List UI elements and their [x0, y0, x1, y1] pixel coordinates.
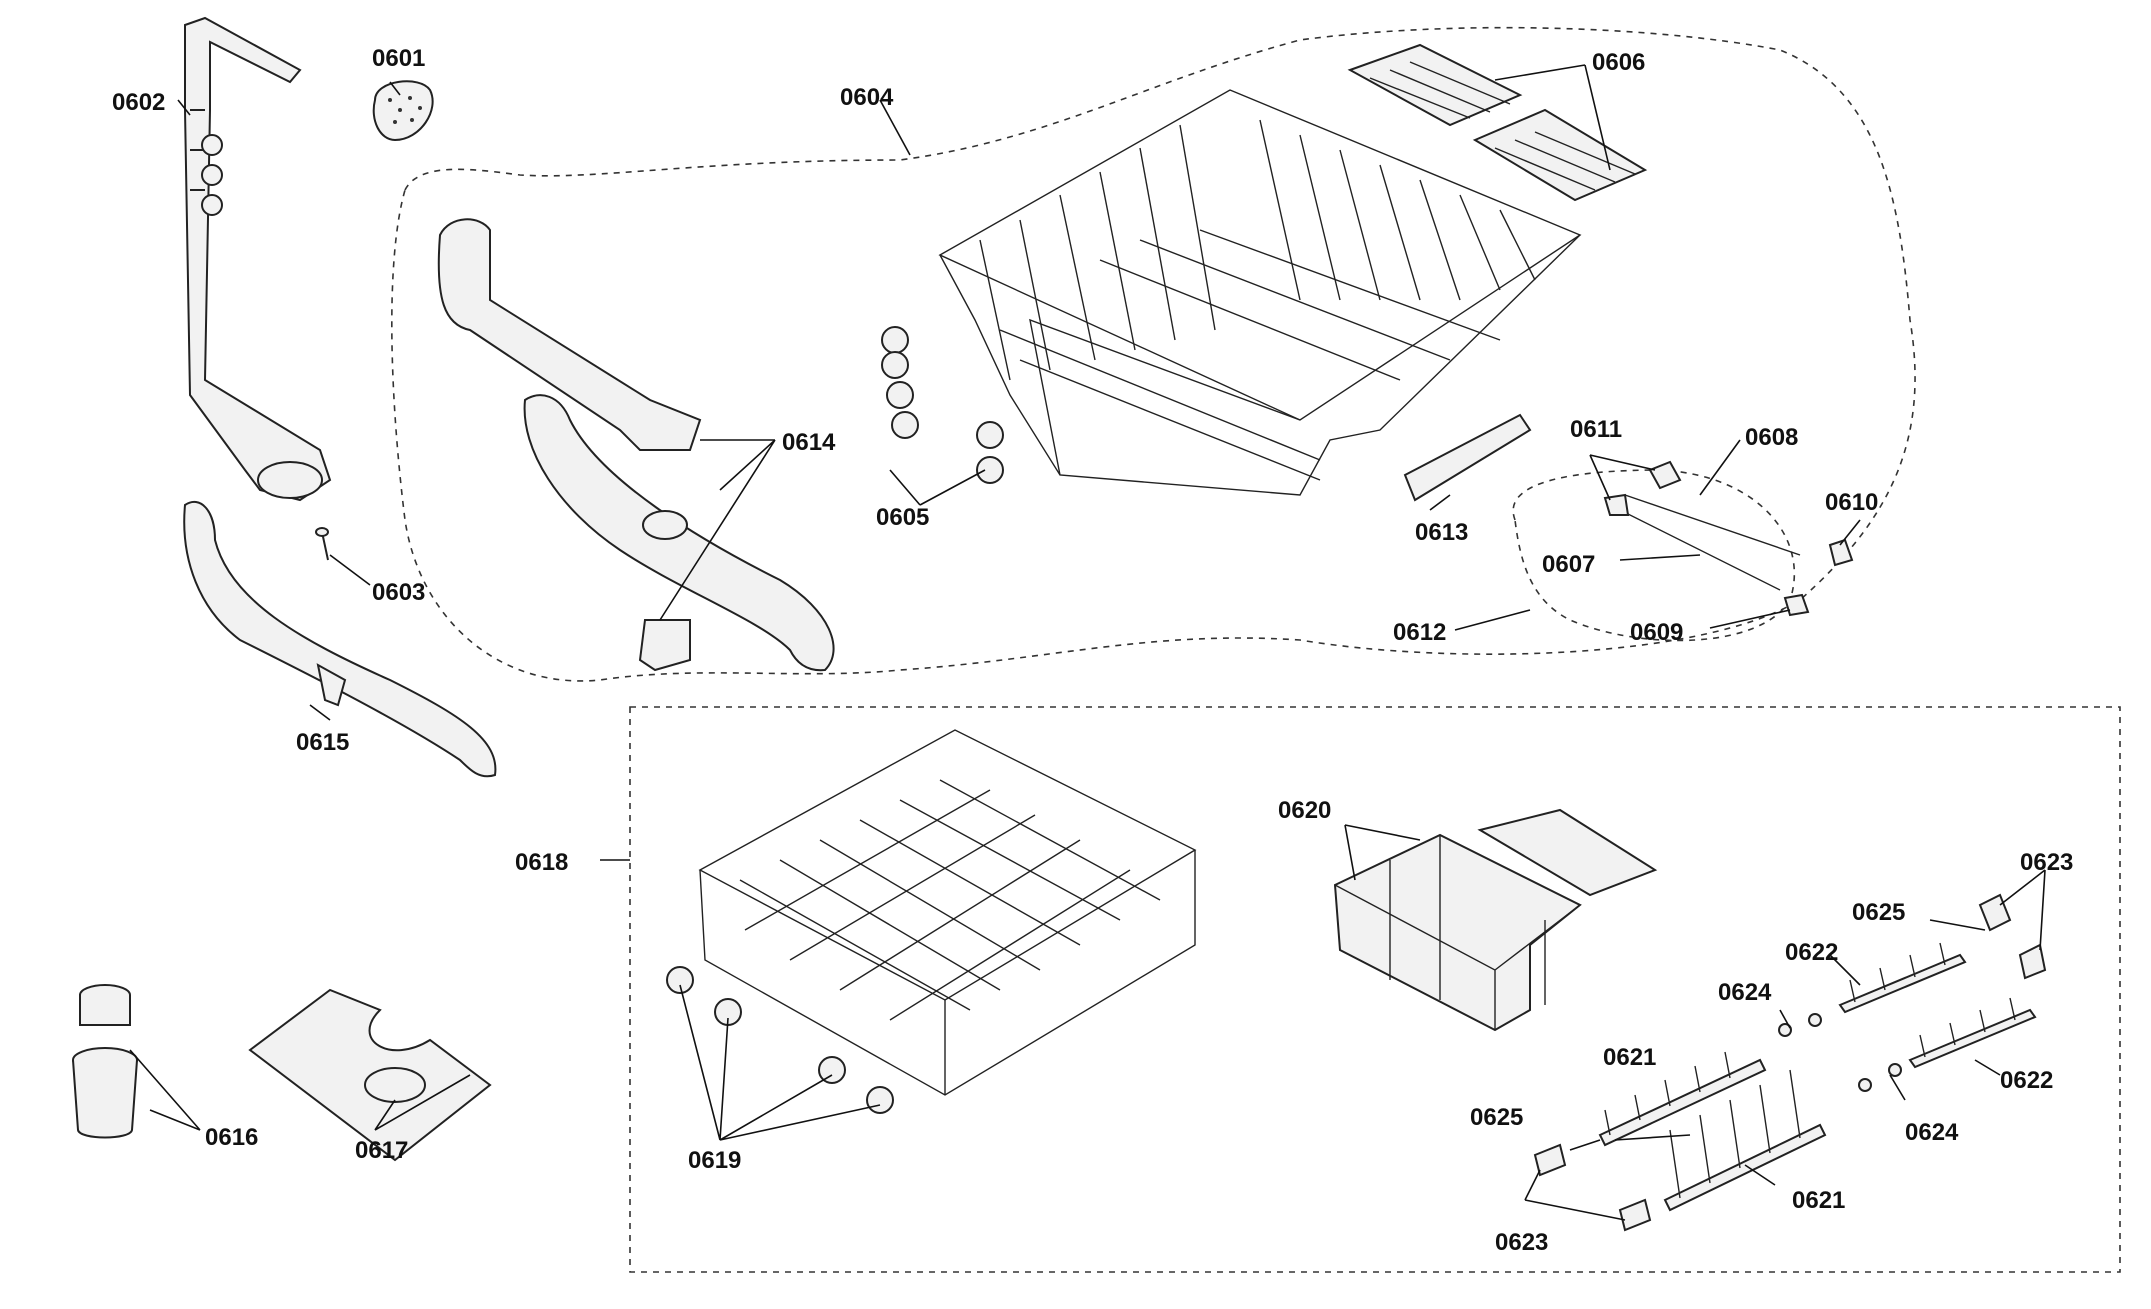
upper-rack-wheels	[881, 326, 1004, 484]
cutlery-basket	[1333, 808, 1658, 1032]
lower-rack-wheels	[666, 966, 894, 1114]
label-0603: 0603	[372, 579, 425, 606]
spray-arm-feed-tube	[184, 16, 332, 502]
label-0624-left: 0624	[1718, 979, 1772, 1006]
label-0618: 0618	[515, 849, 568, 876]
rack-handle	[1403, 413, 1532, 502]
label-0616: 0616	[205, 1124, 258, 1151]
label-0607: 0607	[1542, 551, 1595, 578]
label-0625-lower: 0625	[1470, 1104, 1523, 1131]
label-0609: 0609	[1630, 619, 1683, 646]
cup-shelf-tines	[1347, 43, 1648, 202]
label-0611: 0611	[1570, 416, 1622, 443]
label-0612: 0612	[1393, 619, 1446, 646]
label-0622-left: 0622	[1785, 939, 1838, 966]
upper-rack-basket	[938, 89, 1582, 496]
screw-part	[315, 527, 329, 561]
label-0604: 0604	[840, 84, 894, 111]
lower-rack-basket	[698, 729, 1197, 1096]
upper-rack-boundary	[391, 26, 1916, 682]
label-0608: 0608	[1745, 424, 1798, 451]
label-0602: 0602	[112, 89, 165, 116]
label-0613: 0613	[1415, 519, 1468, 546]
label-0621-upper: 0621	[1603, 1044, 1656, 1071]
label-0622-right: 0622	[2000, 1067, 2053, 1094]
lower-rack-boundary	[629, 706, 2121, 1273]
label-0621-lower: 0621	[1792, 1187, 1845, 1214]
filter-plate	[248, 988, 492, 1162]
label-0620: 0620	[1278, 797, 1331, 824]
lower-spray-arm	[183, 500, 497, 778]
nozzle-part	[372, 80, 434, 142]
label-0617: 0617	[355, 1137, 408, 1164]
label-0614: 0614	[782, 429, 836, 456]
upper-spray-arm-assembly	[437, 218, 835, 672]
label-0623-upper: 0623	[2020, 849, 2073, 876]
label-0624-right: 0624	[1905, 1119, 1959, 1146]
label-0601: 0601	[372, 45, 425, 72]
label-0623-lower: 0623	[1495, 1229, 1548, 1256]
label-0610: 0610	[1825, 489, 1878, 516]
label-0625-upper: 0625	[1852, 899, 1905, 926]
label-0605: 0605	[876, 504, 929, 531]
label-0619: 0619	[688, 1147, 741, 1174]
filter-assembly	[72, 984, 138, 1139]
cup-shelf-group	[1512, 460, 1854, 642]
label-0615: 0615	[296, 729, 349, 756]
leader-lines	[129, 64, 2046, 1221]
label-0606: 0606	[1592, 49, 1645, 76]
folding-tine-rows	[1533, 893, 2047, 1232]
part-labels: 0601 0602 0603 0604 0605 0606 0607 0608 …	[112, 45, 2073, 1256]
